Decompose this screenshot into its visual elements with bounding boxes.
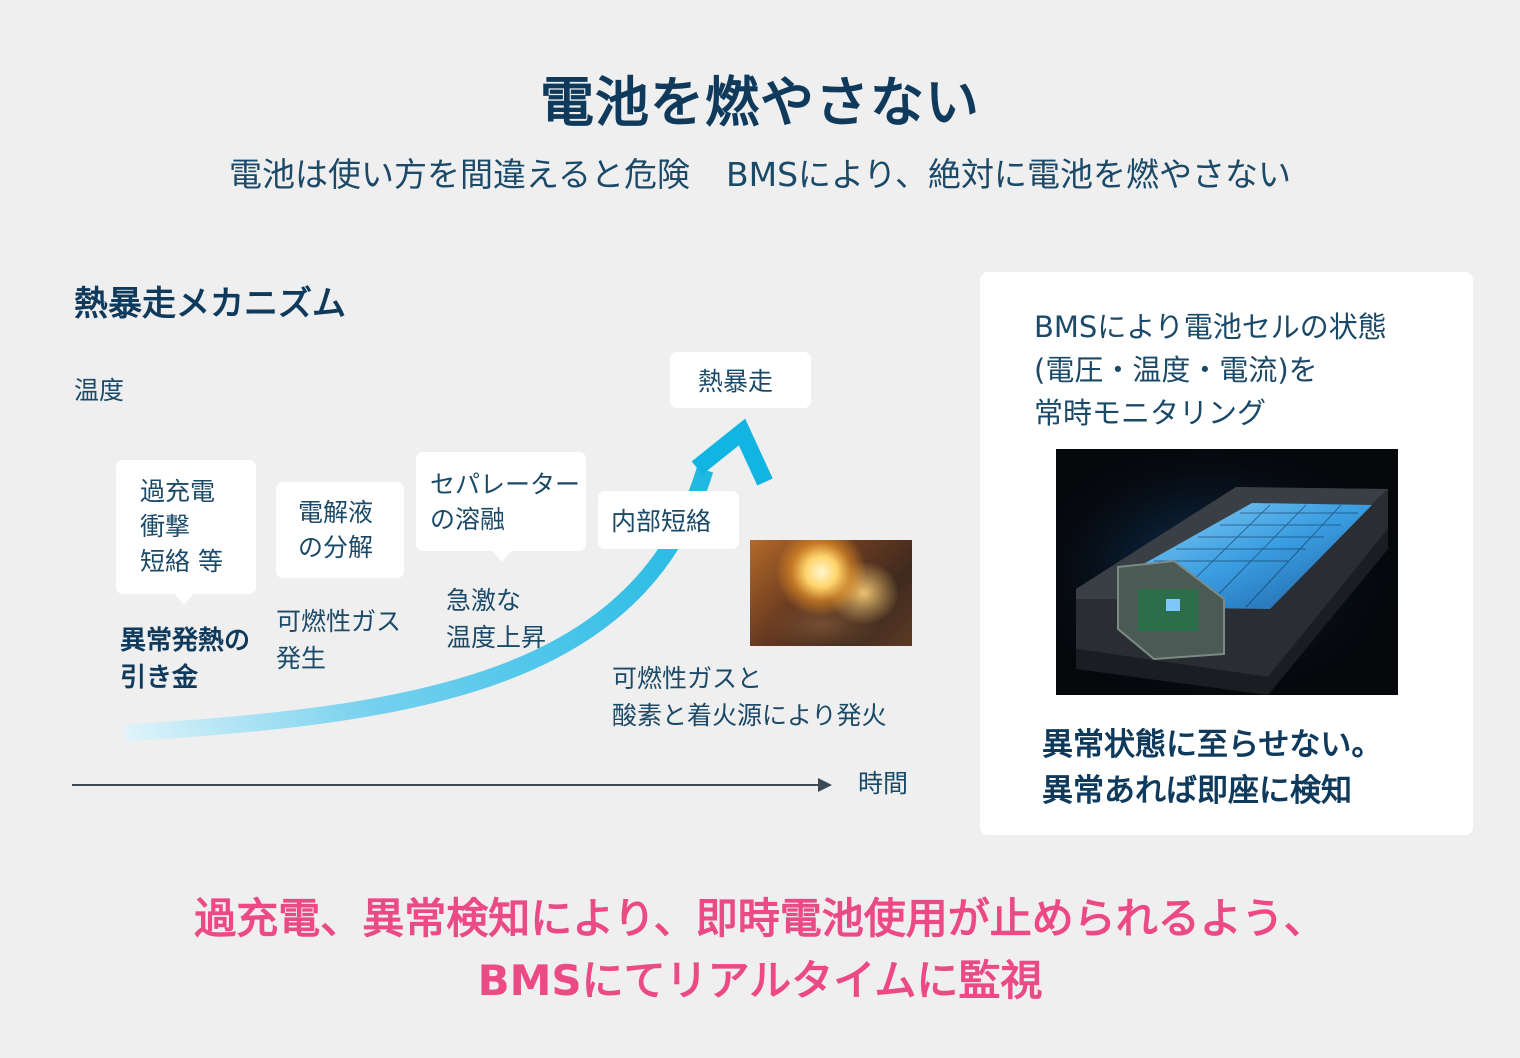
- bms-emphasis: 異常状態に至らせない。 異常あれば即座に検知: [1042, 722, 1382, 814]
- page-subtitle: 電池は使い方を間違えると危険 BMSにより、絶対に電池を燃やさない: [0, 148, 1520, 196]
- stage-1-line-3: 短絡 等: [140, 547, 223, 576]
- page-title: 電池を燃やさない: [540, 71, 980, 134]
- curve-arrowhead: [691, 418, 773, 486]
- stage-4-caption-line-1: 可燃性ガスと: [612, 664, 763, 693]
- stage-separator-bubble: セパレーター の溶融: [416, 452, 586, 562]
- stage-4-caption-line-2: 酸素と着火源により発火: [612, 701, 887, 730]
- stage-3-line-2: の溶融: [430, 505, 506, 534]
- footer-line-2: BMSにてリアルタイムに監視: [477, 956, 1043, 1005]
- stage-4-caption: 可燃性ガスと 酸素と着火源により発火: [612, 660, 887, 734]
- footer-line-1: 過充電、異常検知により、即時電池使用が止められるよう、: [194, 894, 1326, 943]
- footer-message: 過充電、異常検知により、即時電池使用が止められるよう、 BMSにてリアルタイムに…: [0, 888, 1520, 1012]
- temperature-curve: [124, 467, 714, 742]
- x-axis-label: 時間: [858, 769, 909, 798]
- bms-description: BMSにより電池セルの状態 (電圧・温度・電流)を 常時モニタリング: [1034, 306, 1387, 435]
- stage-2-line-2: の分解: [298, 533, 374, 562]
- stage-2-caption-line-2: 発生: [276, 644, 327, 673]
- stage-3-caption: 急激な 温度上昇: [446, 582, 546, 656]
- bms-description-line-2: (電圧・温度・電流)を: [1034, 353, 1318, 387]
- stage-2-line-1: 電解液: [298, 498, 374, 527]
- stage-1-line-2: 衝撃: [140, 512, 191, 541]
- stage-1-caption: 異常発熱の 引き金: [120, 623, 250, 697]
- stage-3-caption-line-1: 急激な: [446, 586, 522, 615]
- fire-photo: [750, 540, 912, 646]
- thermal-runaway-bubble: 熱暴走: [670, 352, 811, 408]
- stage-3-line-1: セパレーター: [430, 470, 581, 499]
- stage-2-caption-line-1: 可燃性ガス: [276, 607, 402, 636]
- stage-1-caption-line-2: 引き金: [120, 663, 199, 693]
- bms-emphasis-line-2: 異常あれば即座に検知: [1042, 773, 1352, 809]
- bms-description-line-1: BMSにより電池セルの状態: [1034, 310, 1387, 344]
- x-axis-arrowhead: [818, 778, 832, 792]
- subtitle-bms: BMSにより、絶対に電池を燃やさない: [725, 155, 1292, 194]
- y-axis-label: 温度: [74, 376, 125, 405]
- stage-3-caption-line-2: 温度上昇: [446, 623, 547, 652]
- subtitle-warning: 電池は使い方を間違えると危険: [228, 155, 690, 194]
- bms-emphasis-line-1: 異常状態に至らせない。: [1042, 727, 1383, 763]
- battery-pack-image: [1056, 449, 1398, 695]
- section-title: 熱暴走メカニズム: [74, 284, 346, 324]
- stage-1-caption-line-1: 異常発熱の: [120, 626, 251, 656]
- stage-2-caption: 可燃性ガス 発生: [276, 603, 401, 677]
- stage-4-line-1: 内部短絡: [611, 507, 712, 536]
- peak-label: 熱暴走: [698, 367, 774, 396]
- stage-short-circuit-bubble: 内部短絡: [598, 491, 739, 549]
- stage-1-line-1: 過充電: [140, 477, 216, 506]
- stage-electrolyte-bubble: 電解液 の分解: [276, 482, 404, 578]
- stage-trigger-bubble: 過充電 衝撃 短絡 等: [116, 460, 256, 605]
- bms-description-line-3: 常時モニタリング: [1034, 396, 1267, 430]
